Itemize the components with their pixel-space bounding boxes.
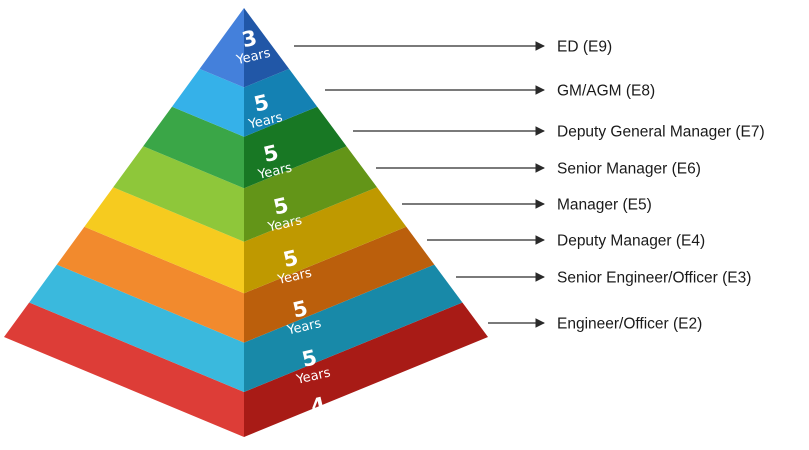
- layer-left-face: [199, 8, 244, 88]
- layer-right-face: [244, 146, 377, 242]
- duration-number: 5: [252, 90, 272, 117]
- layer-left-face: [84, 187, 245, 294]
- layer-left-face: [113, 146, 244, 242]
- level-label: Deputy Manager (E4): [557, 233, 705, 250]
- duration-number: 5: [261, 140, 281, 167]
- layer-right-face: [244, 106, 347, 189]
- layer-right-face: [244, 226, 435, 343]
- duration-number: 5: [281, 245, 301, 272]
- level-label: Senior Manager (E6): [557, 161, 701, 178]
- layer-left-face: [56, 226, 244, 343]
- duration-unit: Years: [303, 413, 341, 436]
- level-label: ED (E9): [557, 39, 612, 56]
- duration-number: 5: [271, 193, 291, 220]
- layer-right-face: [244, 68, 318, 137]
- level-label: Manager (E5): [557, 197, 652, 214]
- layer-left-face: [4, 302, 244, 437]
- layer-right-face: [244, 264, 463, 392]
- level-label: GM/AGM (E8): [557, 83, 655, 100]
- level-label: Engineer/Officer (E2): [557, 316, 702, 333]
- connector-arrows: [294, 41, 545, 328]
- duration-number: 5: [290, 296, 310, 323]
- layer-left-face: [172, 68, 244, 137]
- layer-right-face: [244, 187, 407, 294]
- duration-number: 3: [240, 26, 260, 53]
- duration-number: 4: [308, 392, 328, 419]
- level-label: Deputy General Manager (E7): [557, 124, 765, 141]
- layer-left-face: [143, 106, 244, 189]
- layer-right-face: [244, 302, 488, 437]
- layer-left-face: [29, 264, 245, 392]
- level-label: Senior Engineer/Officer (E3): [557, 270, 751, 287]
- pyramid-layers: 4Years5Years5Years5Years5Years5Years5Yea…: [4, 8, 488, 437]
- layer-right-face: [244, 8, 290, 88]
- duration-number: 5: [300, 345, 320, 372]
- level-labels: ED (E9) GM/AGM (E8) Deputy General Manager…: [557, 39, 765, 333]
